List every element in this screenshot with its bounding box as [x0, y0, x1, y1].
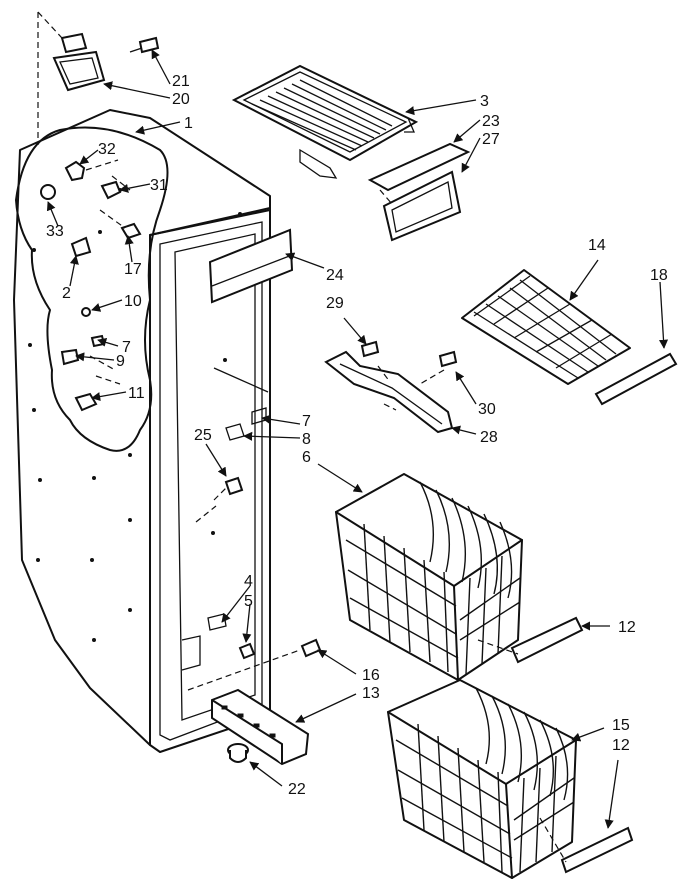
callout-8: 8	[302, 431, 311, 448]
callout-24: 24	[326, 267, 344, 284]
callout-3: 3	[480, 93, 489, 110]
control-components	[40, 159, 142, 412]
door-handle	[52, 32, 160, 92]
callout-7a: 7	[122, 339, 131, 356]
callout-15: 15	[612, 717, 630, 734]
callout-6: 6	[302, 449, 311, 466]
callout-17: 17	[124, 261, 142, 278]
lower-basket	[387, 679, 577, 879]
callout-25: 25	[194, 427, 212, 444]
callout-33: 33	[46, 223, 64, 240]
callout-12b: 12	[612, 737, 630, 754]
upper-basket	[335, 473, 523, 681]
callout-11: 11	[128, 385, 145, 402]
shelf-trim-and-bin	[367, 142, 471, 242]
callout-4: 4	[244, 573, 253, 590]
callout-1: 1	[184, 115, 193, 132]
callout-28: 28	[480, 429, 498, 446]
callout-12a: 12	[618, 619, 636, 636]
callout-32: 32	[98, 141, 116, 158]
callout-9: 9	[116, 353, 125, 370]
callout-14: 14	[588, 237, 606, 254]
callout-22: 22	[288, 781, 306, 798]
callout-18: 18	[650, 267, 668, 284]
callout-labels: 21 20 1 32 31 33 17 2 10 7 9 11 3 23 27 …	[46, 73, 668, 798]
callout-20: 20	[172, 91, 190, 108]
callout-2: 2	[62, 285, 71, 302]
callout-29: 29	[326, 295, 344, 312]
callout-13: 13	[362, 685, 380, 702]
callout-10: 10	[124, 293, 142, 310]
callout-30: 30	[478, 401, 496, 418]
callout-5: 5	[244, 593, 253, 610]
upper-shelf	[231, 64, 419, 179]
toe-grille	[187, 638, 322, 766]
callout-7b: 7	[302, 413, 311, 430]
callout-16: 16	[362, 667, 380, 684]
leader-lines	[46, 49, 669, 829]
callout-23: 23	[482, 113, 500, 130]
callout-27: 27	[482, 131, 500, 148]
callout-31: 31	[150, 177, 168, 194]
callout-21: 21	[172, 73, 190, 90]
shelf-bracket	[324, 340, 458, 434]
freezer-liner	[13, 11, 294, 753]
wire-shelf	[461, 269, 678, 406]
